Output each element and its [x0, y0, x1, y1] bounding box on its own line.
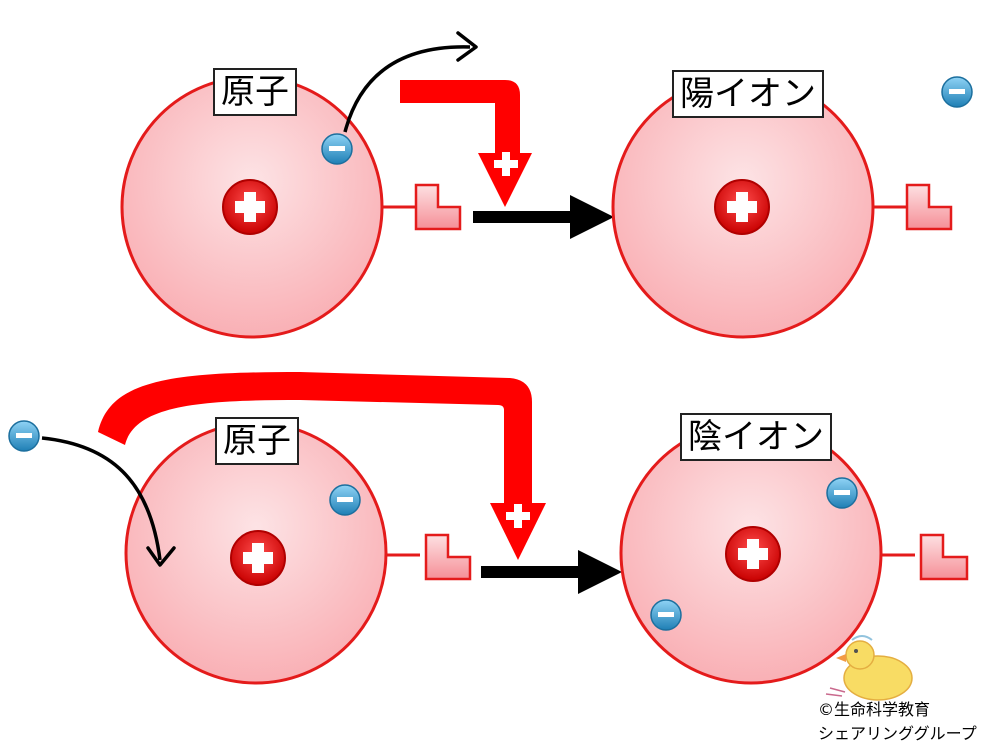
negative-ion-label: 陰イオン — [680, 413, 832, 461]
bottom-red-bent-arrow — [98, 372, 546, 560]
top-atom-nucleus-plus-icon — [222, 179, 278, 235]
incoming-electron-minus-icon — [8, 420, 40, 452]
negative-ion — [619, 421, 969, 685]
negative-ion-tag — [919, 533, 969, 581]
credit-line-1: ©生命科学教育 — [818, 700, 931, 719]
bottom-atom-nucleus-plus-icon — [230, 530, 286, 586]
negative-ion-electron-2-minus-icon — [650, 599, 682, 631]
positive-ion-label: 陽イオン — [672, 70, 824, 118]
incoming-electron-arrowhead — [146, 546, 176, 567]
top-black-arrow — [473, 195, 614, 239]
top-red-bent-arrow — [400, 80, 532, 207]
top-atom-electron-minus-icon — [321, 133, 353, 165]
duck-mascot-logo — [825, 635, 913, 701]
credit-line-2: シェアリンググループ — [818, 724, 977, 743]
incoming-electron-arrow — [41, 436, 162, 561]
negative-ion-electron-1-minus-icon — [826, 477, 858, 509]
bottom-atom-tag — [424, 533, 472, 581]
free-electron-minus-icon — [941, 76, 973, 108]
top-electron-escape-arrow — [343, 45, 471, 133]
top-atom-tag — [414, 183, 462, 231]
positive-ion-tag — [905, 183, 953, 231]
top-atom — [120, 75, 462, 339]
bottom-atom-label: 原子 — [215, 417, 299, 465]
top-electron-escape-arrowhead — [456, 31, 478, 62]
top-atom-label: 原子 — [213, 68, 297, 116]
negative-ion-nucleus-plus-icon — [725, 526, 781, 582]
credit-text: ©生命科学教育 シェアリンググループ — [818, 698, 977, 746]
bottom-atom-electron-minus-icon — [329, 484, 361, 516]
bottom-black-arrow — [481, 550, 622, 594]
positive-ion-nucleus-plus-icon — [714, 179, 770, 235]
